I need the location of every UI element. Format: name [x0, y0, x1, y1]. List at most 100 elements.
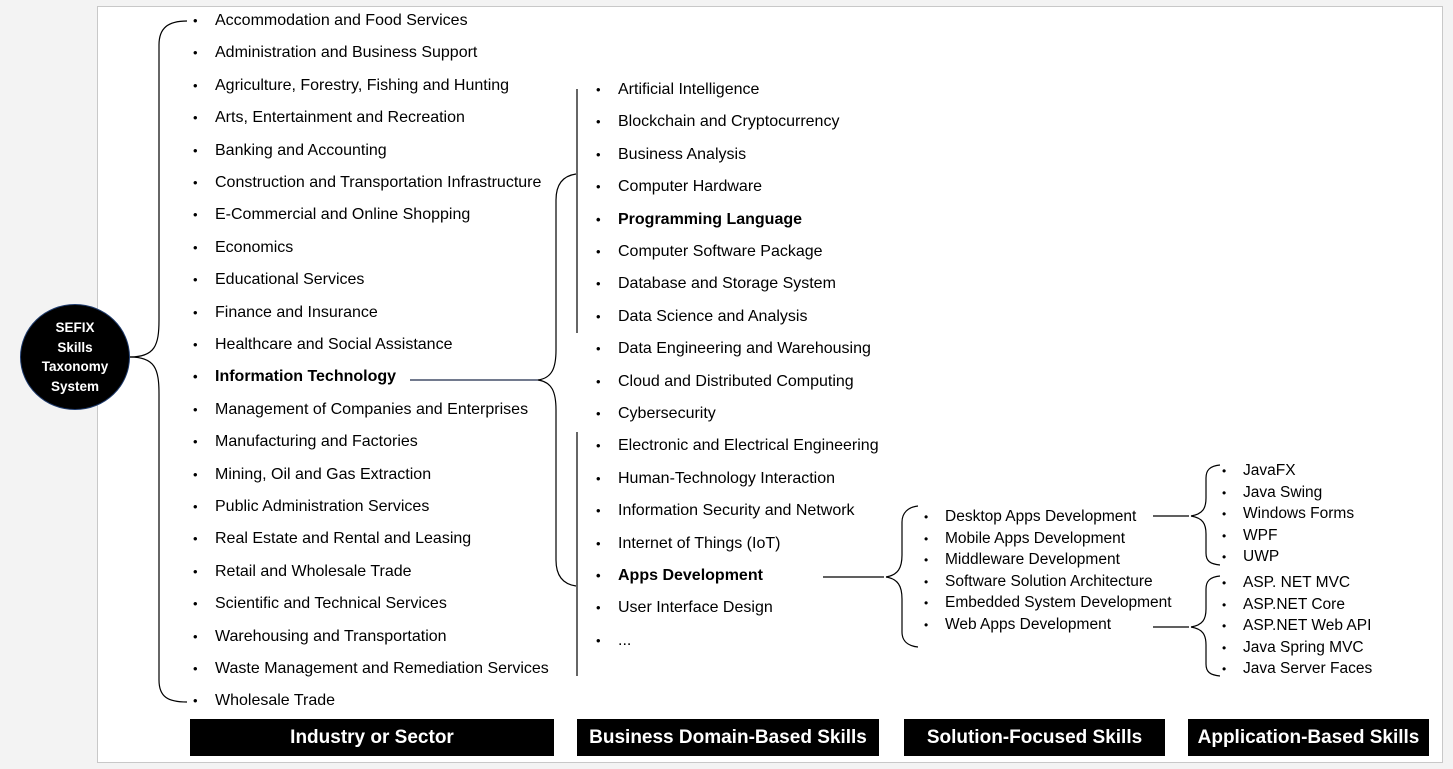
industry-item[interactable]: •Administration and Business Support [193, 43, 478, 63]
solution-item[interactable]: •Middleware Development [924, 551, 1120, 569]
business-domain-item-label: Cloud and Distributed Computing [618, 372, 854, 390]
application-item[interactable]: •ASP.NET Web API [1222, 617, 1371, 635]
industry-item-label: Public Administration Services [215, 498, 430, 515]
business-domain-item[interactable]: • Human-Technology Interaction [596, 469, 836, 489]
bullet-icon: • [193, 304, 198, 320]
business-domain-item[interactable]: • Programming Language [596, 210, 803, 230]
industry-item[interactable]: •Arts, Entertainment and Recreation [193, 108, 465, 128]
business-domain-item-label: Data Science and Analysis [618, 307, 808, 325]
industry-item-label: Wholesale Trade [215, 692, 336, 710]
bullet-icon: • [596, 341, 601, 357]
industry-item[interactable]: •Real Estate and Rental and Leasing [193, 529, 471, 549]
business-domain-item-label: Computer Hardware [618, 178, 763, 196]
bullet-icon: • [596, 244, 601, 259]
industry-item[interactable]: • Construction and Transportation Infrast… [193, 173, 542, 193]
industry-item[interactable]: •Mining, Oil and Gas Extraction [193, 465, 431, 485]
bullet-icon: • [924, 618, 929, 632]
industry-item[interactable]: •Agriculture, Forestry, Fishing and Hunt… [193, 76, 510, 96]
root-label: SEFIX Skills Taxonomy System [25, 318, 125, 396]
application-item[interactable]: •Java Server Faces [1222, 660, 1372, 678]
industry-item[interactable]: •Scientific and Technical Services [193, 594, 447, 614]
bullet-icon: • [1222, 576, 1227, 590]
industry-item-label: Scientific and Technical Services [215, 595, 447, 613]
industry-item[interactable]: •E-Commercial and Online Shopping [193, 205, 471, 225]
bullet-icon: • [193, 337, 198, 352]
bullet-icon: • [193, 531, 198, 547]
bullet-icon: • [193, 434, 198, 450]
industry-item[interactable]: •Healthcare and Social Assistance [193, 335, 452, 355]
bullet-icon: • [596, 438, 601, 454]
bullet-icon: • [596, 211, 601, 227]
application-item[interactable]: •ASP. NET MVC [1222, 574, 1350, 592]
bullet-icon: • [193, 175, 198, 190]
business-domain-item[interactable]: •Apps Development [596, 566, 763, 586]
bullet-icon: • [193, 466, 198, 482]
bullet-icon: • [193, 239, 198, 255]
application-item[interactable]: •Java Swing [1222, 484, 1322, 502]
business-domain-item[interactable]: •User Interface Design [596, 598, 773, 618]
solution-item[interactable]: •Web Apps Development [924, 616, 1111, 634]
application-item[interactable]: •Windows Forms [1222, 505, 1354, 523]
industry-item-label: Agriculture, Forestry, Fishing and Hunti… [215, 76, 510, 94]
business-domain-item[interactable]: •Database and Storage System [596, 274, 836, 294]
industry-item[interactable]: •Manufacturing and Factories [193, 432, 418, 452]
industry-item-label: E-Commercial and Online Shopping [215, 206, 471, 224]
bullet-icon: • [924, 531, 929, 546]
solution-item[interactable]: •Embedded System Development [924, 594, 1172, 612]
bullet-icon: • [193, 13, 198, 28]
business-domain-item[interactable]: •Artificial Intelligence [596, 80, 759, 100]
business-domain-item[interactable]: •Blockchain and Cryptocurrency [596, 112, 839, 132]
business-domain-item[interactable]: •Cloud and Distributed Computing [596, 372, 854, 392]
industry-item-label: Waste Management and Remediation Service… [215, 660, 549, 677]
industry-item[interactable]: •Warehousing and Transportation [193, 627, 447, 647]
solution-item[interactable]: •Desktop Apps Development [924, 508, 1136, 526]
industry-item-label: Administration and Business Support [215, 44, 478, 62]
solution-item-label: Software Solution Architecture [945, 572, 1153, 590]
industry-item[interactable]: • Economics [193, 238, 294, 258]
industry-item[interactable]: •Accommodation and Food Services [193, 11, 468, 31]
business-domain-item-label: Human-Technology Interaction [618, 469, 836, 487]
bullet-icon: • [924, 574, 929, 589]
business-domain-item[interactable]: •Information Security and Network [596, 501, 855, 521]
application-item[interactable]: •Java Spring MVC [1222, 639, 1364, 657]
solution-item[interactable]: • Mobile Apps Development [924, 529, 1126, 548]
root-label-line: Skills [57, 339, 93, 355]
root-label-line: System [50, 378, 100, 394]
business-domain-item[interactable]: •Data Science and Analysis [596, 307, 808, 327]
business-domain-item-label: Programming Language [618, 210, 803, 228]
bullet-icon: • [596, 568, 601, 583]
solution-item-label: Mobile Apps Development [945, 529, 1126, 547]
industry-item[interactable]: •Public Administration Services [193, 497, 430, 517]
application-item[interactable]: •JavaFX [1222, 462, 1296, 480]
solution-item-label: Middleware Development [945, 551, 1120, 569]
industry-item-label: Economics [215, 238, 294, 256]
industry-item[interactable]: •Information Technology [193, 367, 396, 387]
business-domain-item[interactable]: •Business Analysis [596, 145, 746, 165]
business-domain-item[interactable]: •... [596, 631, 631, 651]
industry-item[interactable]: •Banking and Accounting [193, 141, 387, 161]
application-item[interactable]: •UWP [1222, 548, 1279, 566]
bullet-icon: • [596, 470, 601, 486]
industry-item[interactable]: •Educational Services [193, 270, 364, 290]
root-node[interactable]: SEFIX Skills Taxonomy System [20, 304, 130, 410]
industry-item-label: Finance and Insurance [215, 303, 378, 321]
industry-item[interactable]: •Waste Management and Remediation Servic… [193, 659, 549, 679]
business-domain-item[interactable]: •Cybersecurity [596, 404, 716, 424]
industry-item[interactable]: •Wholesale Trade [193, 691, 336, 711]
business-domain-item-label: Data Engineering and Warehousing [618, 340, 871, 358]
bullet-icon: • [1222, 528, 1227, 543]
business-domain-item-label: Cybersecurity [618, 405, 716, 422]
solution-item-label: Embedded System Development [945, 594, 1172, 612]
industry-item[interactable]: •Retail and Wholesale Trade [193, 562, 412, 582]
business-domain-item[interactable]: •Electronic and Electrical Engineering [596, 436, 879, 456]
application-item[interactable]: •WPF [1222, 527, 1277, 545]
industry-item[interactable]: • Finance and Insurance [193, 303, 378, 323]
business-domain-item[interactable]: •Computer Software Package [596, 242, 823, 262]
business-domain-item[interactable]: •Internet of Things (IoT) [596, 534, 780, 554]
industry-item-label: Construction and Transportation Infrastr… [215, 174, 542, 191]
business-domain-item[interactable]: • Data Engineering and Warehousing [596, 339, 871, 359]
industry-item[interactable]: •Management of Companies and Enterprises [193, 400, 528, 420]
business-domain-item[interactable]: •Computer Hardware [596, 177, 763, 197]
solution-item[interactable]: • Software Solution Architecture [924, 572, 1153, 591]
application-item[interactable]: •ASP.NET Core [1222, 596, 1345, 614]
